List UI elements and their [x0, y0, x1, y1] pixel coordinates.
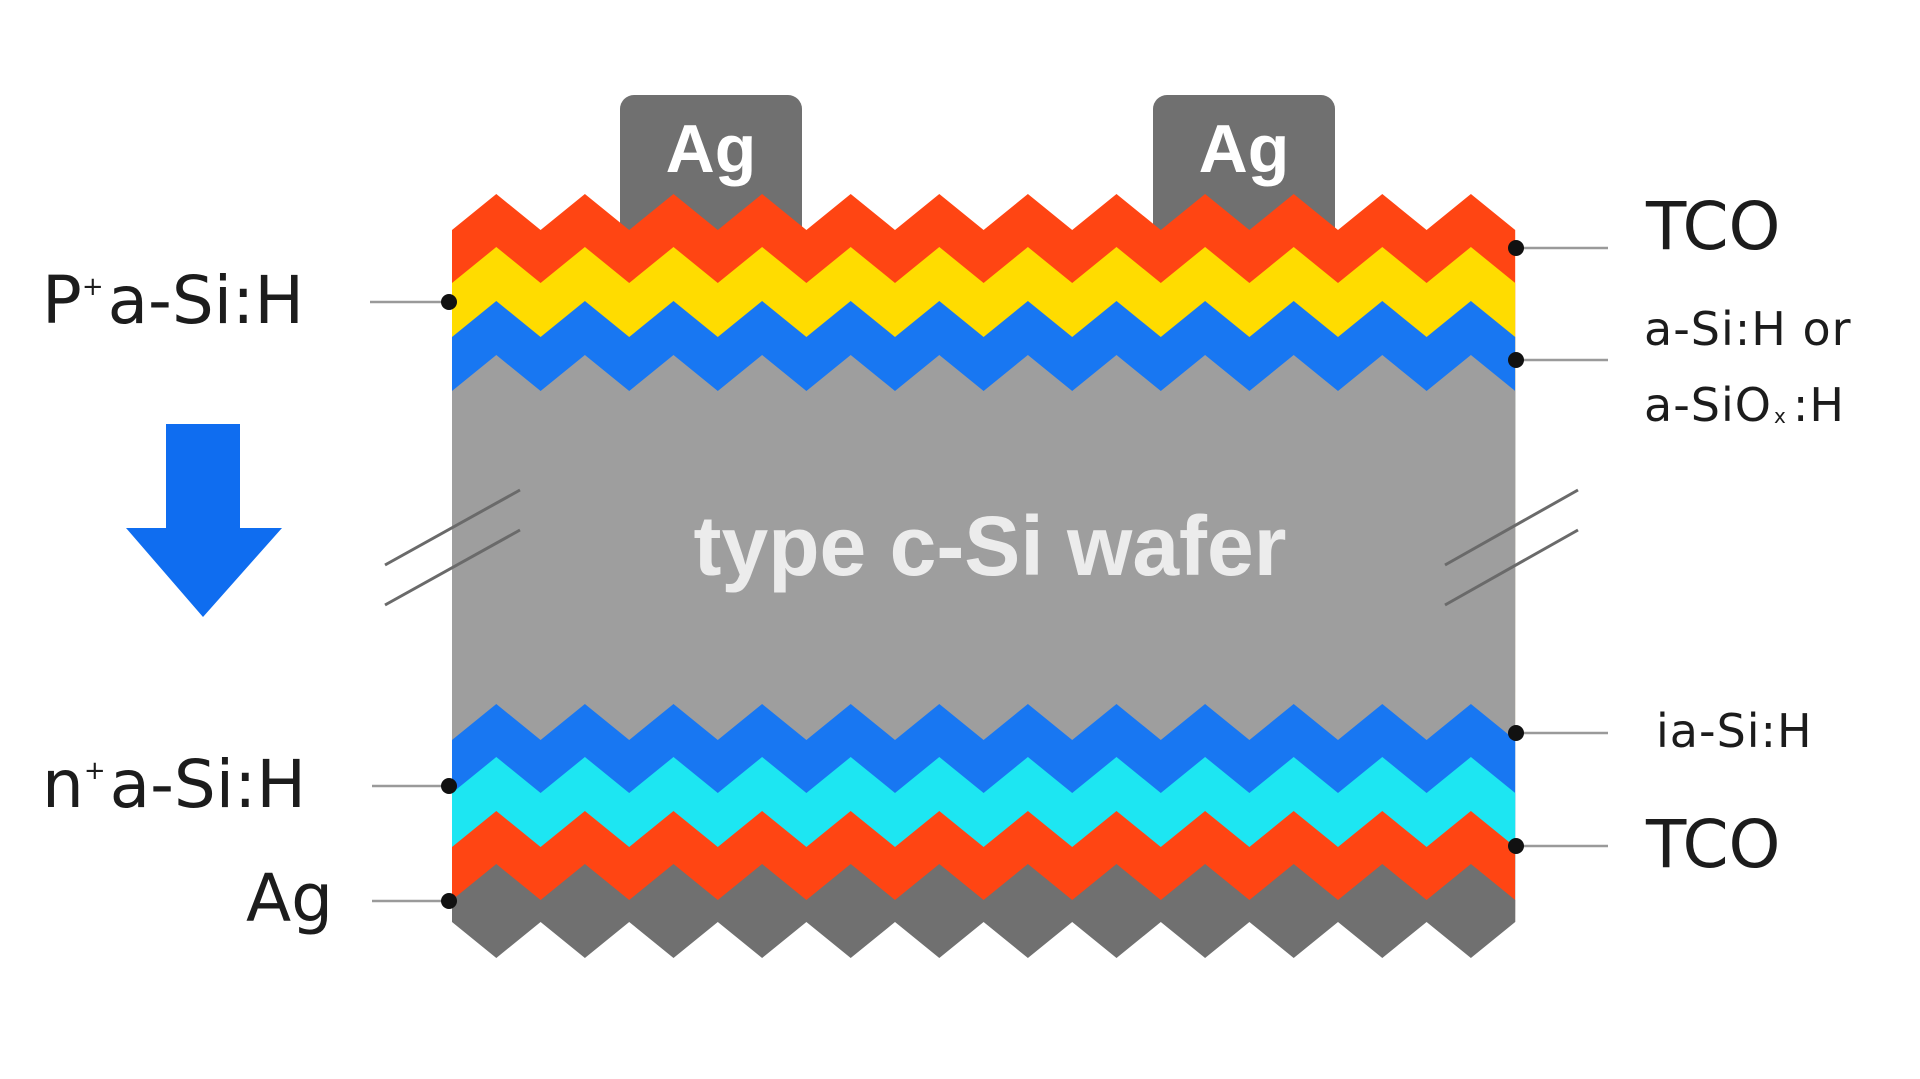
ag-contact-right-label: Ag [1199, 111, 1290, 187]
label-p-layer-main: a-Si:H [107, 262, 304, 339]
ag-contact-left-label: Ag [666, 111, 757, 187]
label-n-layer-sup: + [83, 756, 106, 786]
label-n-layer-prefix: n [42, 746, 84, 823]
dot-tco-top [1508, 240, 1524, 256]
dot-tco-bottom [1508, 838, 1524, 854]
label-ia-layer: ia-Si:H [1656, 704, 1813, 758]
label-tco-bottom: TCO [1646, 806, 1781, 883]
label-ag-bottom: Ag [246, 860, 334, 937]
label-tco-top: TCO [1646, 188, 1781, 265]
break-mark-right [1444, 488, 1579, 607]
dot-n-layer [441, 778, 457, 794]
break-mark-left [384, 488, 521, 607]
dot-p-layer [441, 294, 457, 310]
dot-ag-bottom [441, 893, 457, 909]
label-n-layer-main: a-Si:H [109, 746, 306, 823]
arrow-down-icon [126, 424, 282, 617]
dot-passivation [1508, 352, 1524, 368]
label-passivation-line2-main: a-SiO [1644, 378, 1772, 432]
label-passivation-line1: a-Si:H or [1644, 302, 1852, 356]
layer-bottom-edge [442, 922, 1525, 1000]
label-p-layer-sup: + [81, 272, 104, 302]
label-p-layer: P+a-Si:H [42, 268, 304, 334]
wafer-label: type c-Si wafer [694, 499, 1287, 593]
label-n-layer: n+a-Si:H [42, 752, 306, 818]
label-passivation-line2-end: :H [1792, 378, 1845, 432]
label-passivation-line2-sub: x [1773, 404, 1787, 428]
cell-layer-stack [442, 194, 1525, 1000]
dot-ia-layer [1508, 725, 1524, 741]
label-p-layer-prefix: P [42, 262, 82, 339]
